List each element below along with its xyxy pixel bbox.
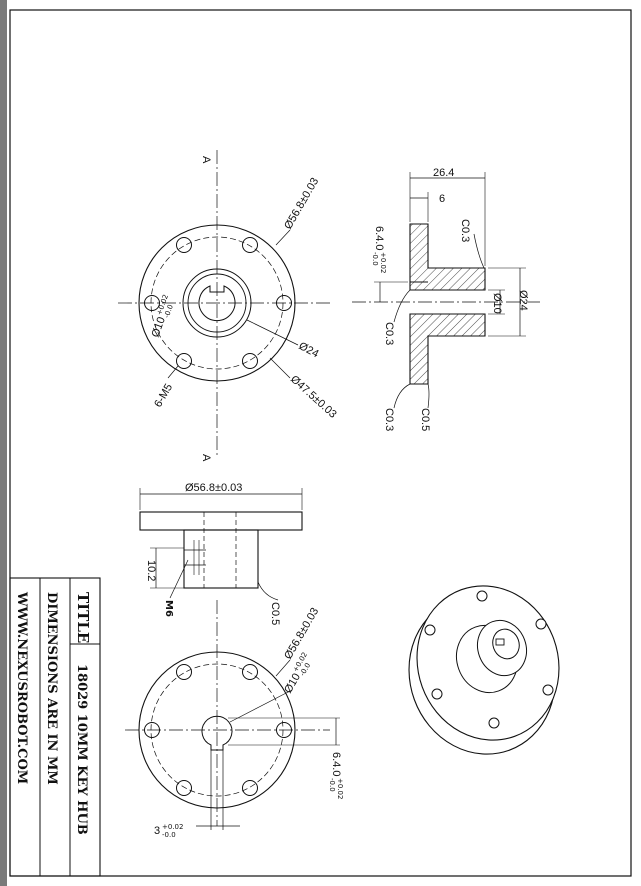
title-label: TITLE: [74, 592, 92, 643]
section-chamfer-4-label: C0.5: [419, 408, 431, 431]
svg-text:3: 3: [154, 825, 160, 837]
section-mark-bottom: A: [200, 454, 212, 462]
bottom-key-depth-label: 6.4.0 +0.02 -0.0: [328, 752, 344, 799]
section-flange-thk-label: 6: [439, 193, 445, 205]
bottom-key-width-label: 3 +0.02 -0.0: [154, 823, 183, 839]
svg-text:+0.02: +0.02: [336, 778, 344, 799]
section-key-depth-label: 6.4.0 +0.02 -0.0: [371, 226, 387, 273]
drawing-frame: [9, 9, 632, 877]
title-block: [9, 577, 101, 877]
isometric-view: [408, 585, 560, 755]
section-length-label: 26.4: [433, 167, 454, 179]
svg-text:+0.02: +0.02: [379, 252, 387, 273]
svg-text:6.4.0: 6.4.0: [373, 226, 385, 250]
svg-text:-0.0: -0.0: [371, 252, 379, 266]
section-chamfer-3-label: C0.3: [383, 408, 395, 431]
website-text: WWW.NEXUSROBOT.COM: [14, 591, 29, 784]
section-chamfer-1-label: C0.3: [459, 219, 471, 242]
side-view: [139, 488, 303, 601]
svg-text:-0.0: -0.0: [328, 778, 336, 792]
side-screw-offset-label: 10.2: [145, 560, 157, 581]
svg-text:6.4.0: 6.4.0: [330, 752, 342, 776]
section-mark-top: A: [200, 156, 212, 164]
section-view: [352, 172, 540, 409]
section-chamfer-2-label: C0.3: [383, 322, 395, 345]
section-bore-dia-label: Ø10: [491, 293, 503, 314]
side-flange-dia-label: Ø56.8±0.03: [185, 482, 242, 494]
svg-text:+0.02: +0.02: [162, 823, 183, 831]
svg-text:-0.0: -0.0: [162, 831, 176, 839]
side-setscrew-label: M6: [163, 600, 174, 617]
bottom-view: [125, 600, 340, 830]
front-view: [118, 150, 330, 455]
left-border-strip: [0, 0, 7, 886]
title-value: 18029 10MM KEY HUB: [74, 664, 89, 835]
side-chamfer-label: C0.5: [269, 602, 281, 625]
units-note: DIMENSIONS ARE IN MM: [44, 592, 59, 785]
section-hub-dia-label: Ø24: [517, 290, 529, 311]
